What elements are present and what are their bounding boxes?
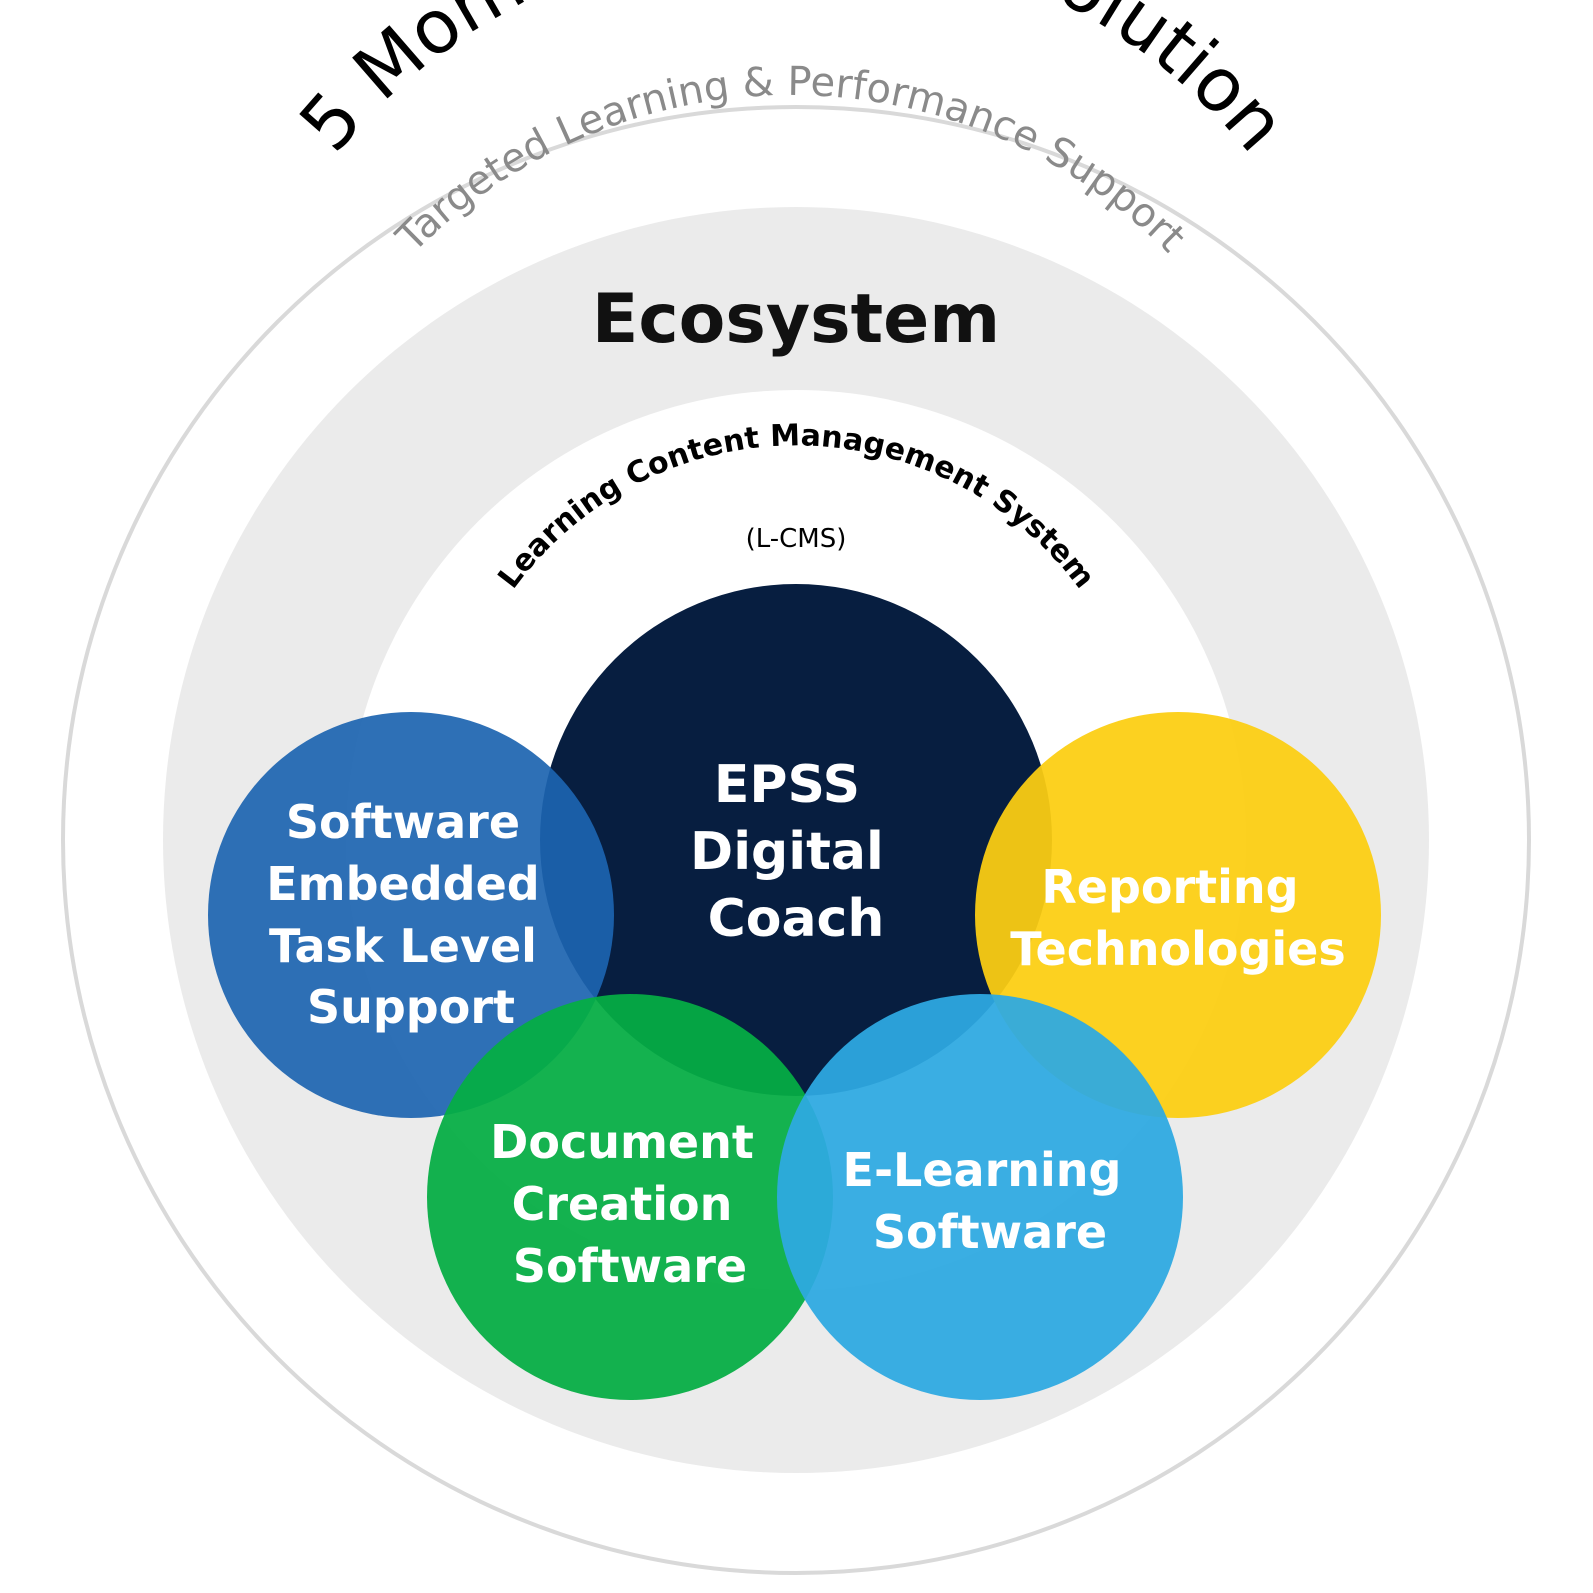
epss-circle-label: EPSS Digital Coach [690,755,902,949]
reporting-line: Reporting [1041,860,1298,914]
epss-line: EPSS [714,755,860,815]
document-line: Creation [512,1177,733,1231]
reporting-circle [975,712,1381,1118]
document-circle [427,994,833,1400]
epss-line: Digital [690,822,884,882]
software-circle [208,712,614,1118]
software-line: Support [307,980,515,1034]
software-circle-label: Software Embedded Task Level Support [266,795,555,1034]
ecosystem-label: Ecosystem [592,280,1000,359]
reporting-line: Technologies [1010,922,1345,976]
epss-circle [540,584,1052,1096]
document-line: Document [490,1115,754,1169]
software-line: Software [286,795,520,849]
elearning-line: E-Learning [843,1143,1122,1197]
elearning-line: Software [873,1205,1107,1259]
epss-line: Coach [708,889,885,949]
software-line: Embedded [266,857,539,911]
reporting-circle-label: Reporting Technologies [1010,860,1345,976]
document-circle-label: Document Creation Software [490,1115,770,1293]
elearning-circle [777,994,1183,1400]
lcms-abbreviation: (L-CMS) [746,524,847,554]
document-line: Software [513,1239,747,1293]
software-line: Task Level [269,919,537,973]
elearning-circle-label: E-Learning Software [843,1143,1138,1259]
